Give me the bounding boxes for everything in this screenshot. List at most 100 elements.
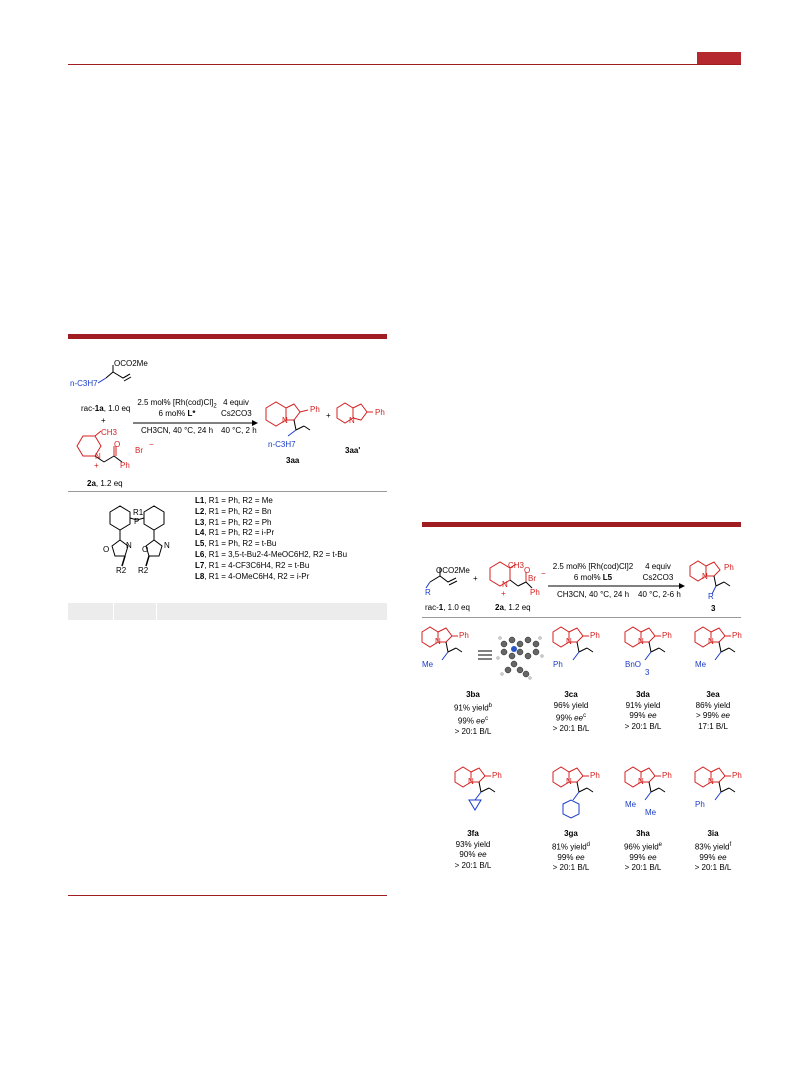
product-structure-3ia	[694, 766, 736, 801]
product-substituent-3ea: Me	[695, 660, 707, 669]
product-ph-3ia: Ph	[732, 771, 742, 780]
ligand-row: L2, R1 = Ph, R2 = Bn	[195, 506, 272, 516]
cond1-solvent: CH3CN, 40 °C, 24 h	[140, 426, 214, 435]
product-substituent-3ia: Ph	[695, 800, 705, 809]
product-ph-3ga: Ph	[590, 771, 600, 780]
scheme2-top-bar	[422, 522, 741, 527]
pyridinium-N: N	[95, 452, 101, 461]
substrate-1-structure	[425, 568, 458, 589]
ligand-N1: N	[126, 541, 132, 550]
product-3aa-label: 3aa	[286, 456, 300, 465]
ligand-row: L4, R1 = Ph, R2 = i-Pr	[195, 528, 275, 538]
byproduct-N: N	[349, 416, 355, 425]
product-ph-3ca: Ph	[590, 631, 600, 640]
reaction-arrow-1	[133, 420, 258, 426]
substrate-1-group: OCO2Me	[436, 566, 470, 575]
product-substituent2-3da: 3	[645, 668, 650, 677]
product-substituent2-3ha: Me	[645, 808, 657, 817]
pyridinium-2a-structure-2	[489, 561, 533, 589]
product-N-3ca: N	[566, 637, 572, 646]
reaction-arrow-2	[548, 583, 685, 589]
pyridinium-2a-structure	[76, 430, 123, 463]
product-ph-3ba: Ph	[459, 631, 469, 640]
ligand-list: L1, R1 = Ph, R2 = Me L2, R1 = Ph, R2 = B…	[195, 496, 347, 582]
rac-1-label: rac-1, 1.0 eq	[425, 603, 470, 612]
substrate-1a-alkyl: n-C3H7	[70, 379, 98, 388]
cond2b-base: Cs2CO3	[642, 573, 674, 582]
cond2-base: Cs2CO3	[221, 409, 252, 418]
product-N-3ia: N	[708, 777, 714, 786]
ligand-R1: R1	[133, 508, 144, 517]
product-3aa-ph: Ph	[310, 405, 320, 414]
ligand-R2b: R2	[138, 566, 149, 575]
byproduct-3aaprime-structure	[336, 402, 373, 424]
reagent-2a-label: 2a, 1.2 eq	[87, 479, 123, 488]
bromide-charge-2: −	[541, 569, 546, 578]
cond1-catalyst: 2.5 mol% [Rh(cod)Cl]2	[137, 398, 217, 410]
product-structure-3ca	[552, 626, 594, 661]
product-ph-3fa: Ph	[492, 771, 502, 780]
product-substituent-3ca: Ph	[553, 660, 563, 669]
pyridinium-charge: +	[94, 461, 99, 470]
cond2-ligand: 6 mol% L5	[573, 573, 613, 582]
phenyl: Ph	[120, 461, 130, 470]
ligand-row: L3, R1 = Ph, R2 = Ph	[195, 517, 272, 527]
product-structure-3da	[624, 626, 666, 661]
product-3-R: R	[708, 592, 714, 601]
product-ph-3ha: Ph	[662, 771, 672, 780]
product-structure-3ha	[624, 766, 666, 801]
cond2-temp: 40 °C, 2 h	[221, 426, 257, 435]
product-ph-3ea: Ph	[732, 631, 742, 640]
byproduct-ph: Ph	[375, 408, 385, 417]
ligand-P: P	[134, 517, 140, 526]
product-structure-3fa	[454, 766, 496, 811]
ligand-R2a: R2	[116, 566, 127, 575]
product-3aa-N: N	[282, 416, 288, 425]
bromide-2: Br	[528, 574, 536, 583]
cond1-ligand: 6 mol% L*	[158, 409, 196, 418]
ligand-skeleton-structure	[109, 505, 165, 567]
product-ph-3da: Ph	[662, 631, 672, 640]
reagent-2a-label-2: 2a, 1.2 eq	[495, 603, 531, 612]
product-3-label: 3	[711, 604, 716, 613]
table-bottom-rule	[68, 895, 387, 896]
pyridinium-methyl-2: CH3	[508, 561, 525, 570]
bromide: Br	[135, 446, 143, 455]
ligand-O1: O	[103, 545, 110, 554]
bromide-charge: −	[149, 440, 154, 449]
product-3-N: N	[702, 572, 708, 581]
ligand-row: L6, R1 = 3,5-t-Bu2-4-MeOC6H2, R2 = t-Bu	[195, 549, 348, 559]
product-substituent-3ba: Me	[422, 660, 434, 669]
product-N-3fa: N	[468, 777, 474, 786]
product-3aa-alkyl: n-C3H7	[268, 440, 296, 449]
phenyl-2: Ph	[530, 588, 540, 597]
product-structure-3ga	[552, 766, 594, 819]
pyridinium-N-2: N	[502, 580, 508, 589]
product-N-3ga: N	[566, 777, 572, 786]
byproduct-label: 3aa'	[345, 446, 361, 455]
ligand-row: L5, R1 = Ph, R2 = t-Bu	[195, 539, 277, 549]
product-N-3ha: N	[638, 777, 644, 786]
scheme2-divider	[422, 617, 741, 618]
product-substituent-3da: BnO	[625, 660, 642, 669]
carbonyl-O: O	[114, 440, 121, 449]
table-col-sep	[156, 603, 157, 620]
cond2b-temp: 40 °C, 2-6 h	[638, 590, 681, 599]
product-3aa-structure	[265, 401, 311, 437]
product-structure-3ea	[694, 626, 736, 661]
product-N-3ea: N	[708, 637, 714, 646]
rac-1a-label: rac-1a, 1.0 eq	[81, 404, 131, 413]
product-N-3ba: N	[435, 637, 441, 646]
table-header-row	[68, 603, 387, 620]
ligand-row: L1, R1 = Ph, R2 = Me	[195, 496, 273, 505]
product-3-structure	[689, 560, 731, 595]
ligand-N2: N	[164, 541, 170, 550]
table-top-bar	[68, 334, 387, 339]
plus-sign-2: +	[326, 411, 331, 420]
product-N-3da: N	[638, 637, 644, 646]
